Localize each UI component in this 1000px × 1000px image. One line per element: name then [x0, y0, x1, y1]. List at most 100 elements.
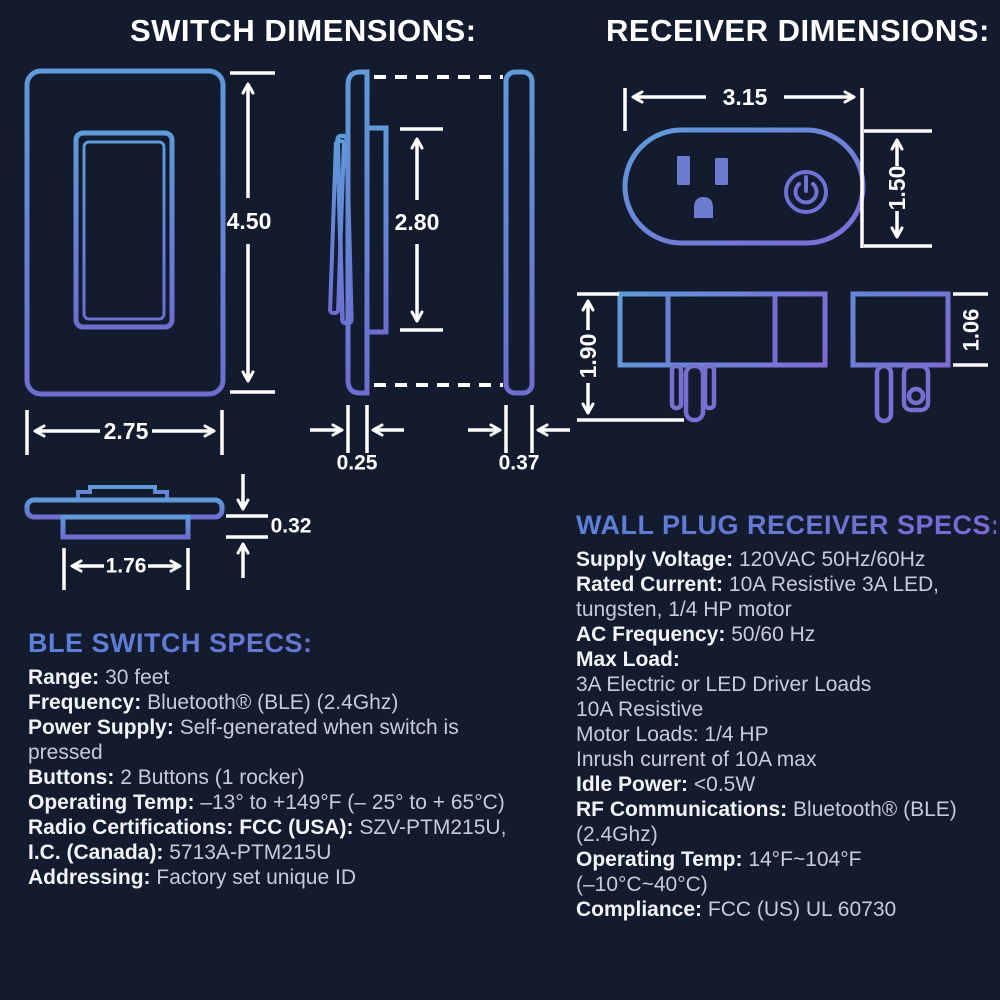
- outlet-slot-left: [677, 156, 690, 185]
- dim-receiver-side-height: [953, 292, 988, 367]
- dim-switch-plate-height: [230, 71, 275, 394]
- spec-label: I.C. (Canada):: [28, 841, 164, 864]
- outlet-socket: [677, 156, 728, 218]
- spec-line-frequency: Frequency:Bluetooth® (BLE) (2.4Ghz): [28, 690, 568, 715]
- spec-line-rf-communications: RF Communications:Bluetooth® (BLE): [576, 797, 996, 822]
- spec-label: RF Communications:: [576, 798, 788, 821]
- dim-receiver-depth: [577, 292, 684, 422]
- spec-value: 2 Buttons (1 rocker): [120, 766, 305, 789]
- side-prongs: [874, 363, 931, 424]
- spec-value: 10A Resistive: [576, 698, 704, 721]
- spec-line-idle-power: Idle Power:<0.5W: [576, 772, 996, 797]
- ble-switch-specs-section: BLE SWITCH SPECS: Range:30 feet Frequenc…: [28, 628, 568, 890]
- receiver-dimensions-title: RECEIVER DIMENSIONS:: [606, 13, 990, 48]
- spec-label: Addressing:: [28, 866, 151, 889]
- dim-switch-plate-thickness: [468, 405, 570, 453]
- spec-line-motor-loads: Motor Loads: 1/4 HP: [576, 722, 996, 747]
- projection-dashed-lines: [374, 75, 503, 387]
- spec-value: –13° to +149°F (– 25° to + 65°C): [200, 791, 505, 814]
- spec-line-operating-temp: Operating Temp:–13° to +149°F (– 25° to …: [28, 790, 568, 815]
- dim-label-receiver-width: 3.15: [723, 84, 768, 110]
- spec-label: Compliance:: [576, 898, 703, 921]
- spec-value: Bluetooth® (BLE) (2.4Ghz): [147, 691, 399, 714]
- spec-line-radio-certifications: Radio Certifications: FCC (USA):SZV-PTM2…: [28, 815, 568, 840]
- spec-label: Supply Voltage:: [576, 548, 734, 571]
- spec-value: (2.4Ghz): [576, 823, 658, 846]
- spec-value: 30 feet: [105, 666, 170, 689]
- receiver-front-view: [622, 127, 866, 246]
- spec-label: Radio Certifications: FCC (USA):: [28, 816, 354, 839]
- spec-line-compliance: Compliance:FCC (US) UL 60730: [576, 897, 996, 922]
- spec-line-max-load: Max Load:: [576, 647, 996, 672]
- dim-label-switch-rocker-height: 2.80: [395, 209, 440, 235]
- dim-label-switch-plate-thickness: 0.37: [499, 452, 540, 475]
- spec-line-ic-canada: I.C. (Canada):5713A-PTM215U: [28, 840, 568, 865]
- switch-dimensions-title: SWITCH DIMENSIONS:: [130, 13, 477, 48]
- spec-line-power-supply: Power Supply:Self-generated when switch …: [28, 715, 568, 740]
- spec-label: Idle Power:: [576, 773, 689, 796]
- spec-line-power-supply-cont: pressed: [28, 740, 568, 765]
- dim-switch-rocker-height: [400, 127, 443, 332]
- spec-value: Self-generated when switch is: [179, 716, 459, 739]
- spec-line-rated-current-cont: tungsten, 1/4 HP motor: [576, 597, 996, 622]
- spec-line-rated-current: Rated Current:10A Resistive 3A LED,: [576, 572, 996, 597]
- spec-line-inrush-current: Inrush current of 10A max: [576, 747, 996, 772]
- dim-label-receiver-depth: 1.90: [575, 334, 601, 379]
- spec-line-addressing: Addressing:Factory set unique ID: [28, 865, 568, 890]
- dim-switch-bottom-width: [62, 548, 190, 590]
- power-button-icon: [784, 170, 828, 214]
- spec-label: AC Frequency:: [576, 623, 726, 646]
- spec-line-operating-temp-cont: (–10°C~40°C): [576, 872, 996, 897]
- spec-value: pressed: [28, 741, 103, 764]
- spec-value: Motor Loads: 1/4 HP: [576, 723, 769, 746]
- spec-value: SZV-PTM215U,: [359, 816, 507, 839]
- spec-line-operating-temp: Operating Temp:14°F~104°F: [576, 847, 996, 872]
- spec-value: 120VAC 50Hz/60Hz: [739, 548, 926, 571]
- outlet-ground-hole: [694, 197, 713, 218]
- spec-line-ac-frequency: AC Frequency:50/60 Hz: [576, 622, 996, 647]
- spec-line-buttons: Buttons:2 Buttons (1 rocker): [28, 765, 568, 790]
- dim-receiver-height: [864, 129, 932, 248]
- outlet-slot-right: [715, 158, 728, 185]
- spec-value: Inrush current of 10A max: [576, 748, 817, 771]
- spec-value: tungsten, 1/4 HP motor: [576, 598, 792, 621]
- rocker-paddle: [73, 130, 175, 330]
- dim-label-switch-bottom-height: 0.32: [271, 515, 312, 538]
- wall-plug-receiver-specs-title: WALL PLUG RECEIVER SPECS:: [576, 510, 1000, 540]
- dim-switch-bottom-height: [226, 474, 268, 578]
- spec-label: Operating Temp:: [576, 848, 743, 871]
- spec-label: Range:: [28, 666, 100, 689]
- spec-value: 14°F~104°F: [748, 848, 862, 871]
- spec-label: Buttons:: [28, 766, 115, 789]
- spec-line-max-load-electric: 3A Electric or LED Driver Loads: [576, 672, 996, 697]
- receiver-side-view: [850, 291, 951, 424]
- spec-value: 3A Electric or LED Driver Loads: [576, 673, 872, 696]
- spec-line-supply-voltage: Supply Voltage:120VAC 50Hz/60Hz: [576, 547, 996, 572]
- dim-label-receiver-height: 1.50: [884, 166, 910, 211]
- receiver-bottom-view: [617, 291, 828, 423]
- spec-value: <0.5W: [693, 773, 756, 796]
- dim-label-switch-plate-height: 4.50: [227, 208, 272, 234]
- dim-label-receiver-side-height: 1.06: [959, 309, 984, 352]
- dim-switch-plate-width: [25, 410, 224, 455]
- spec-label: Frequency:: [28, 691, 142, 714]
- ble-switch-specs-title: BLE SWITCH SPECS:: [28, 628, 568, 659]
- dim-label-switch-side-depth: 0.25: [337, 452, 378, 475]
- plug-prongs: [669, 363, 717, 423]
- dim-label-switch-plate-width: 2.75: [104, 418, 149, 444]
- spec-label: Max Load:: [576, 648, 680, 671]
- spec-label: Rated Current:: [576, 573, 724, 596]
- spec-value: 50/60 Hz: [731, 623, 816, 646]
- wallplate-edge-view: [503, 69, 535, 396]
- spec-value: (–10°C~40°C): [576, 873, 708, 896]
- wall-plug-receiver-specs-section: WALL PLUG RECEIVER SPECS: Supply Voltage…: [576, 510, 1000, 922]
- spec-line-rf-communications-cont: (2.4Ghz): [576, 822, 996, 847]
- spec-value: FCC (US) UL 60730: [707, 898, 897, 921]
- dim-label-switch-bottom-width: 1.76: [106, 555, 147, 578]
- spec-value: Factory set unique ID: [156, 866, 356, 889]
- dim-switch-side-depth: [310, 405, 404, 453]
- switch-side-view: [328, 69, 503, 396]
- dim-receiver-width: [623, 88, 864, 248]
- switch-bottom-view: [24, 485, 225, 540]
